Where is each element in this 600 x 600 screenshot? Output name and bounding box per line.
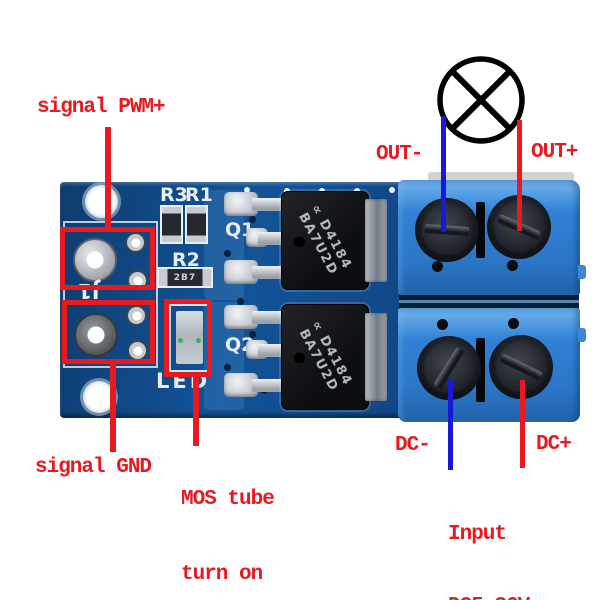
mounting-hole-top-left: [85, 185, 118, 218]
mosfet-q2-body: ∝ D4184 BA7U2D: [281, 304, 369, 410]
annotation-box-led: [164, 299, 212, 377]
mosfet-q1-body: ∝ D4184 BA7U2D: [281, 191, 369, 290]
resistor-r2-code: 2B7: [173, 272, 197, 283]
via: [249, 331, 256, 338]
mounting-hole-bottom-left: [83, 381, 115, 413]
through-hole: [125, 232, 146, 253]
through-hole: [126, 305, 147, 326]
led-indicator: [176, 311, 203, 364]
mosfet-lead: [252, 379, 286, 392]
label-out-minus: OUT-: [376, 143, 423, 166]
mosfet-lead: [258, 344, 286, 357]
wire-dc-plus: [520, 380, 525, 468]
annotation-line-gnd: [110, 362, 116, 452]
label-signal-pwm: signal PWM+: [37, 96, 166, 119]
via: [224, 364, 231, 371]
terminal-gap: [399, 294, 579, 309]
mosfet-lead: [252, 198, 286, 211]
label-mos-indicator: MOS tube turn on indicator: [181, 488, 275, 586]
solder-dot: [389, 187, 395, 193]
mosfet-lead: [252, 266, 286, 279]
lamp-icon: [437, 56, 525, 144]
wire-out-minus: [441, 116, 446, 232]
terminal-dot: [508, 318, 519, 329]
package-dimple: [293, 234, 306, 247]
via: [249, 216, 256, 223]
terminal-dot: [432, 261, 443, 272]
label-dc-plus: DC+: [536, 433, 572, 456]
resistor-r3: [160, 205, 183, 244]
resistor-r1: [185, 205, 208, 244]
via: [224, 250, 231, 257]
label-out-plus: OUT+: [531, 141, 578, 164]
mosfet-lead: [252, 311, 286, 324]
label-signal-gnd: signal GND: [35, 456, 152, 479]
annotation-line-pwm: [105, 127, 111, 228]
gnd-input-pad: [74, 313, 118, 357]
terminal-screw-out-minus: [415, 198, 479, 262]
via: [237, 298, 244, 305]
wire-out-plus: [517, 120, 522, 231]
resistor-r2: 2B7: [157, 267, 213, 288]
terminal-divider: [476, 202, 485, 258]
terminal-dot: [507, 260, 518, 271]
terminal-side-tab: [578, 265, 586, 279]
pwm-input-pad: [73, 238, 117, 282]
terminal-side-tab: [578, 328, 586, 342]
terminal-screw-dc-minus: [417, 336, 481, 400]
silkscreen-r3: R3: [160, 184, 188, 206]
label-dc-minus: DC-: [395, 434, 431, 457]
annotation-box-pwm: [60, 227, 155, 290]
silkscreen-r1: R1: [185, 184, 213, 206]
solder-dot: [244, 187, 250, 193]
mosfet-q2-tab: [365, 313, 387, 401]
mosfet-q1-tab: [365, 199, 387, 282]
terminal-dot: [437, 319, 448, 330]
package-dimple: [293, 350, 306, 364]
label-input: Input DC5-36V: [448, 523, 530, 600]
silkscreen-r2: R2: [172, 249, 200, 271]
annotation-box-gnd: [62, 300, 155, 364]
mosfet-lead: [258, 232, 286, 245]
annotation-line-led: [193, 375, 199, 446]
wire-dc-minus: [448, 380, 453, 470]
